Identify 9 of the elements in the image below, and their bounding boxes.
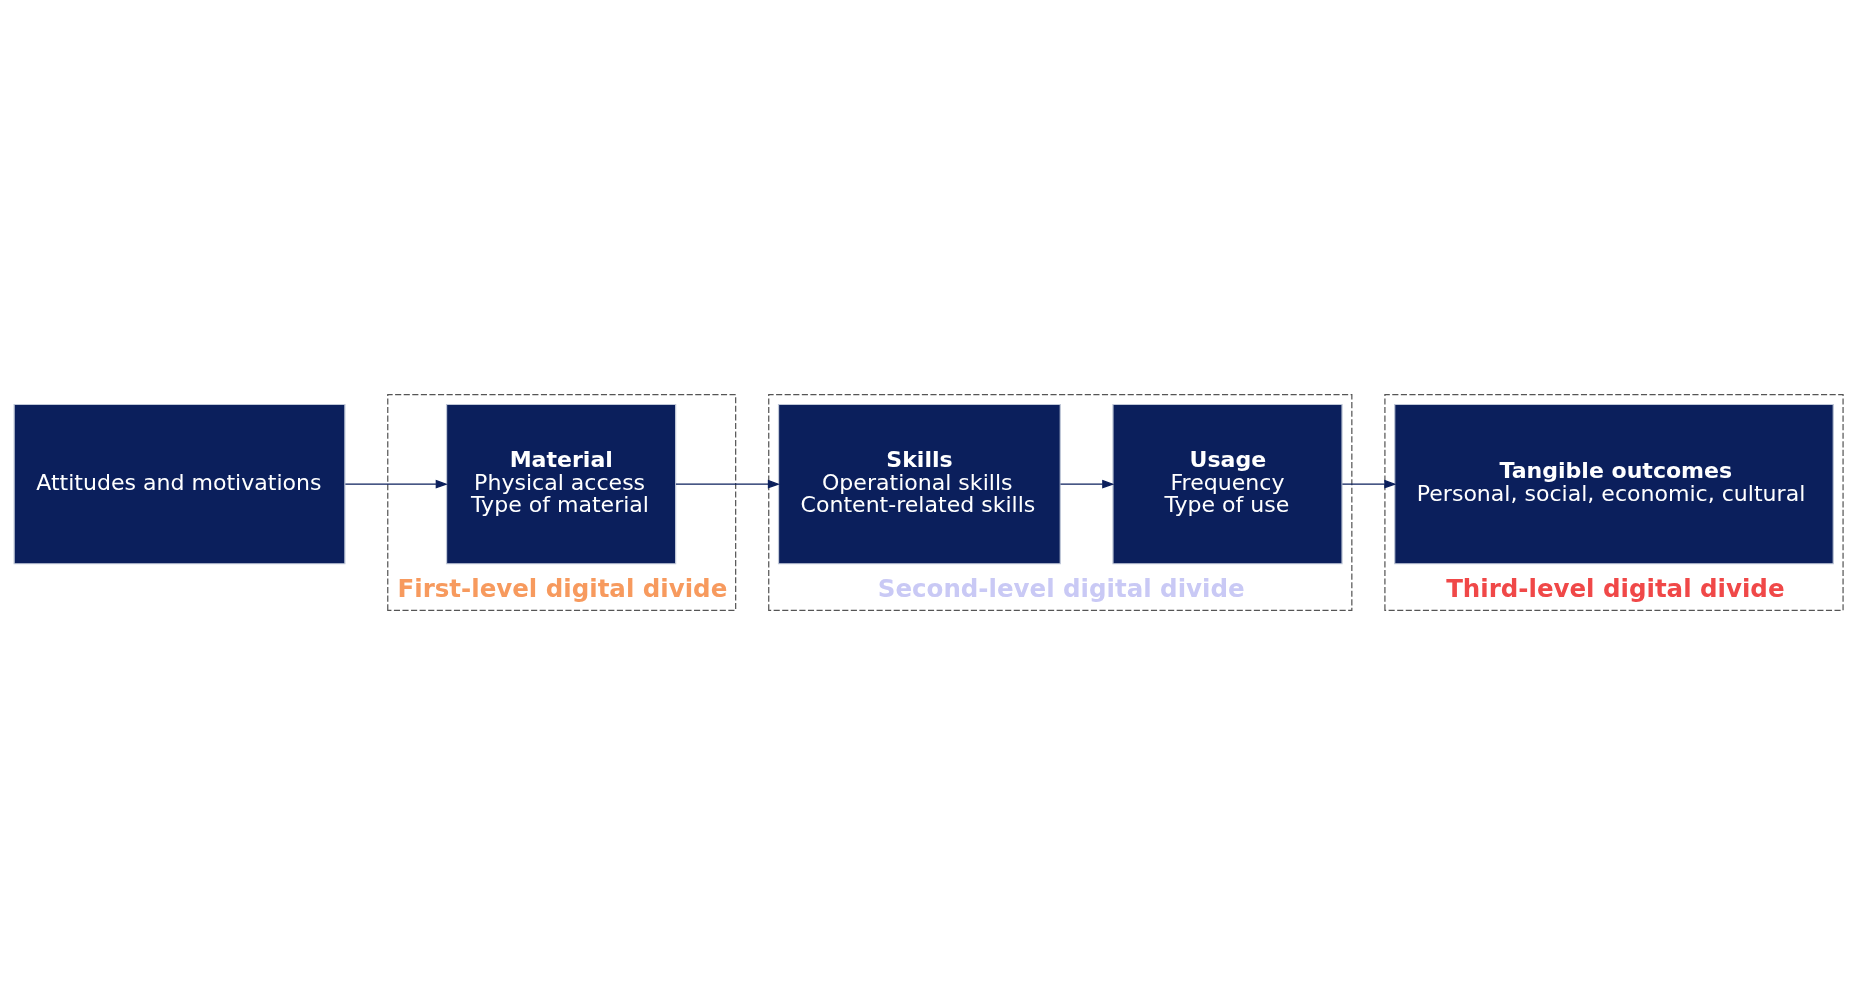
arrow	[1341, 479, 1397, 489]
arrow	[675, 479, 781, 489]
node-box: Usage Frequency Type of use	[1112, 403, 1343, 565]
node-box: Attitudes and motivations	[13, 403, 346, 565]
arrow	[1059, 479, 1115, 489]
node-box: Skills Operational skills Content-related skills	[777, 403, 1061, 565]
arrow	[344, 479, 448, 489]
node-box: Material Physical access Type of material	[445, 403, 677, 565]
node-box: Tangible outcomes Personal, social, economic, cultural	[1394, 403, 1834, 565]
